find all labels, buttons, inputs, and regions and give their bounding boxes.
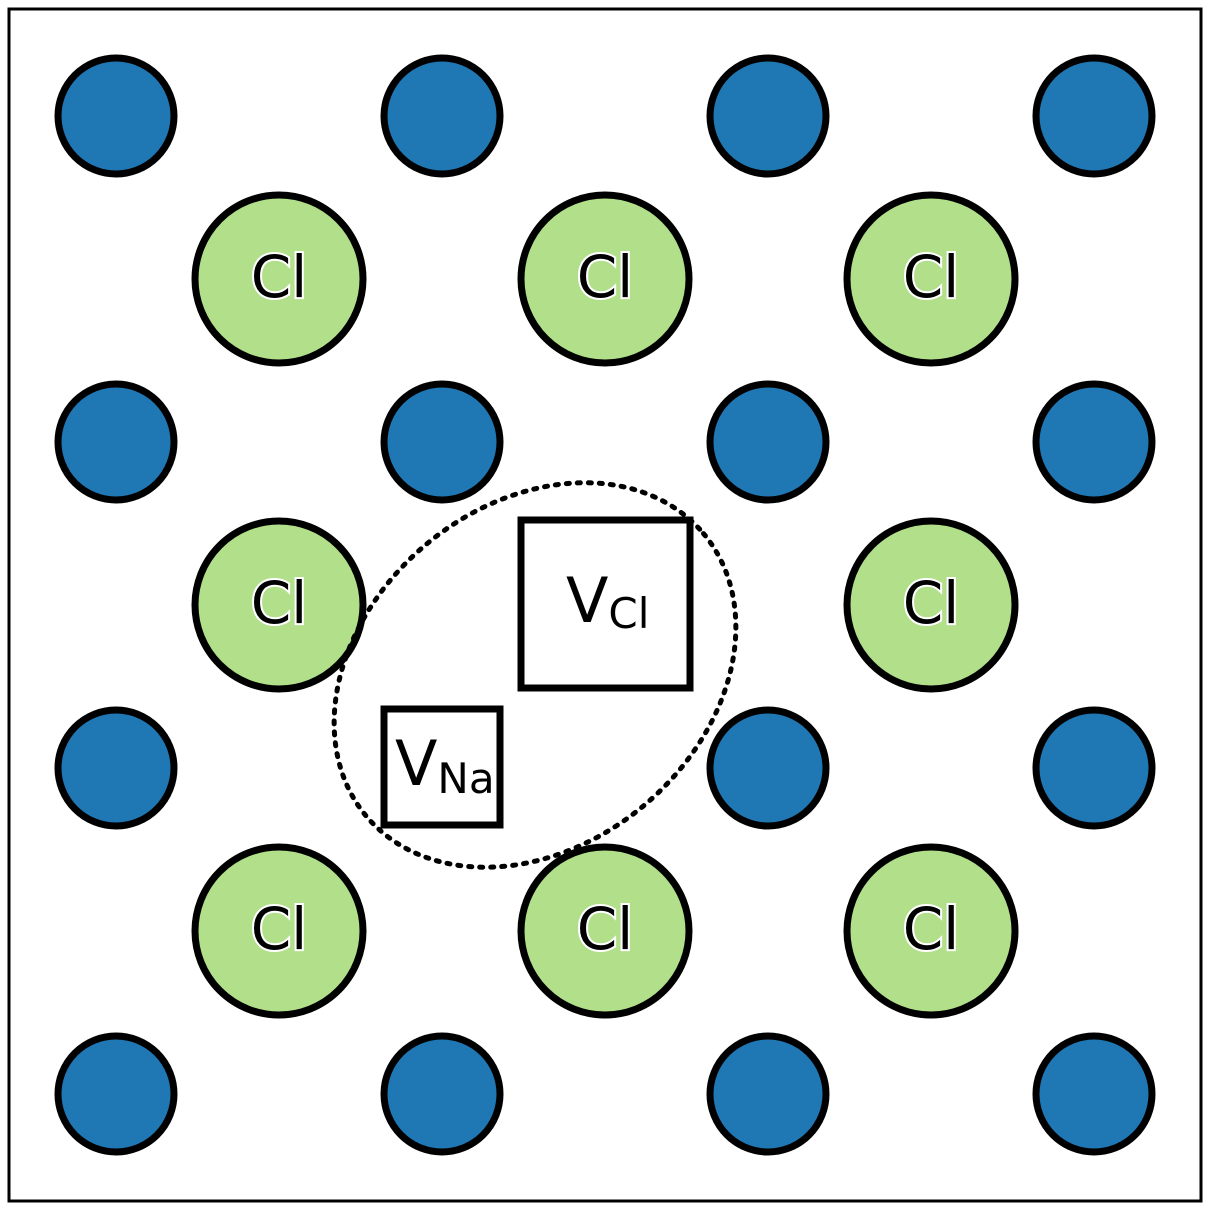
sodium-ion — [54, 706, 178, 830]
sodium-vacancy: VNa — [380, 705, 504, 829]
sodium-ion — [54, 54, 178, 178]
chlorine-ion-label: Cl — [903, 569, 960, 637]
chlorine-ion-circle — [191, 191, 367, 367]
chlorine-vacancy-box — [517, 516, 694, 692]
chlorine-ion-label: Cl — [251, 569, 308, 637]
chlorine-ion: Cl — [517, 191, 693, 367]
schottky-defect-pair-outline — [331, 480, 739, 870]
sodium-vacancy-label: VNa — [395, 727, 495, 803]
chlorine-ion: Cl — [191, 191, 367, 367]
chlorine-ion-circle — [843, 843, 1019, 1019]
chlorine-ion-circle — [191, 517, 367, 693]
chlorine-ion-label: Cl — [577, 243, 634, 311]
sodium-ion — [706, 380, 830, 504]
chlorine-vacancy: VCl — [517, 516, 694, 692]
sodium-ion — [380, 1032, 504, 1156]
sodium-ion — [1032, 1032, 1156, 1156]
sodium-ion — [706, 54, 830, 178]
chlorine-ion-label: Cl — [577, 895, 634, 963]
sodium-ion — [706, 706, 830, 830]
chlorine-ion-circle — [843, 517, 1019, 693]
sodium-ion — [1032, 54, 1156, 178]
chlorine-ion: Cl — [517, 843, 693, 1019]
chlorine-ion: Cl — [191, 843, 367, 1019]
sodium-ion — [54, 1032, 178, 1156]
sodium-ion — [1032, 380, 1156, 504]
chlorine-ion: Cl — [843, 191, 1019, 367]
sodium-ion — [380, 380, 504, 504]
chlorine-ion-circle — [843, 191, 1019, 367]
chlorine-ion-circle — [517, 843, 693, 1019]
chlorine-ion: Cl — [843, 843, 1019, 1019]
chlorine-ion-label: Cl — [903, 895, 960, 963]
chlorine-vacancy-label: VCl — [566, 564, 649, 638]
sodium-ion — [1032, 706, 1156, 830]
chlorine-ion-circle — [517, 191, 693, 367]
chlorine-ion-label: Cl — [251, 895, 308, 963]
chlorine-ion: Cl — [843, 517, 1019, 693]
chlorine-ion-circle — [191, 843, 367, 1019]
sodium-ion-layer — [54, 54, 1156, 1156]
sodium-ion — [54, 380, 178, 504]
sodium-ion — [706, 1032, 830, 1156]
chlorine-ion-label: Cl — [903, 243, 960, 311]
chlorine-ion-label: Cl — [251, 243, 308, 311]
chlorine-ion: Cl — [191, 517, 367, 693]
sodium-vacancy-box — [380, 705, 504, 829]
sodium-ion — [380, 54, 504, 178]
